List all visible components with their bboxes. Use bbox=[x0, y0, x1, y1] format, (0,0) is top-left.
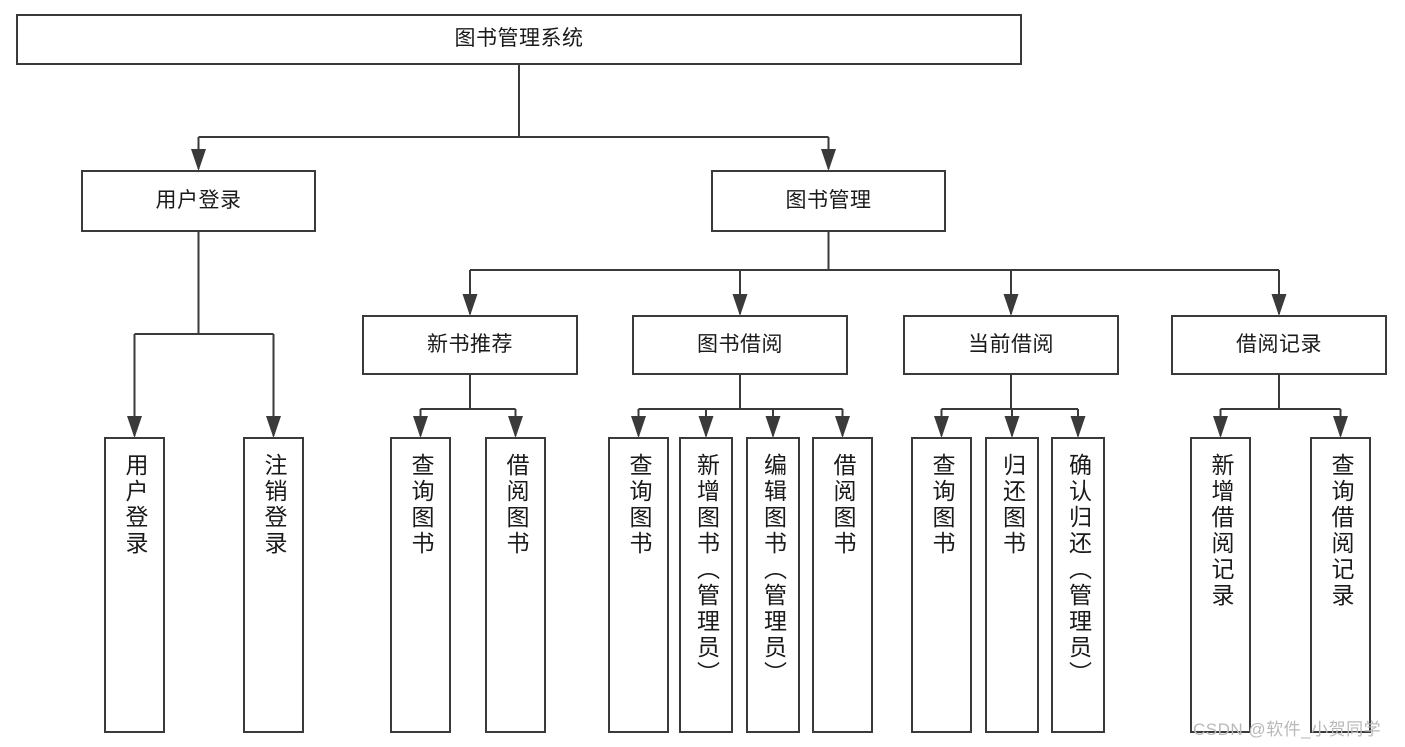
leaf-borrow-query-book[interactable]: 查询图书 bbox=[608, 437, 669, 733]
node-book-management-module[interactable]: 图书管理 bbox=[711, 170, 946, 232]
node-new-book-recommend-label: 新书推荐 bbox=[427, 332, 513, 356]
leaf-current-return-book-label: 归还图书 bbox=[999, 453, 1026, 557]
node-borrow-record[interactable]: 借阅记录 bbox=[1171, 315, 1387, 375]
leaf-user-login[interactable]: 用户登录 bbox=[104, 437, 165, 733]
node-borrow-record-label: 借阅记录 bbox=[1236, 332, 1322, 356]
node-root-label: 图书管理系统 bbox=[454, 27, 584, 51]
leaf-user-logout[interactable]: 注销登录 bbox=[243, 437, 304, 733]
leaf-borrow-borrow-book[interactable]: 借阅图书 bbox=[812, 437, 873, 733]
node-book-borrow-label: 图书借阅 bbox=[697, 332, 783, 356]
leaf-new-query-book[interactable]: 查询图书 bbox=[390, 437, 451, 733]
leaf-user-logout-label: 注销登录 bbox=[261, 453, 287, 557]
leaf-borrow-query-book-label: 查询图书 bbox=[626, 453, 652, 557]
leaf-record-add-label: 新增借阅记录 bbox=[1208, 453, 1234, 609]
leaf-borrow-borrow-book-label: 借阅图书 bbox=[830, 453, 856, 557]
leaf-record-query[interactable]: 查询借阅记录 bbox=[1310, 437, 1371, 733]
leaf-current-return-book[interactable]: 归还图书 bbox=[985, 437, 1039, 733]
leaf-current-confirm-return-label: 确认归还（管理员） bbox=[1065, 453, 1092, 687]
node-book-management-module-label: 图书管理 bbox=[785, 188, 872, 212]
leaf-current-confirm-return[interactable]: 确认归还（管理员） bbox=[1051, 437, 1105, 733]
leaf-new-query-book-label: 查询图书 bbox=[408, 453, 434, 557]
node-root[interactable]: 图书管理系统 bbox=[16, 14, 1022, 65]
leaf-record-query-label: 查询借阅记录 bbox=[1328, 453, 1354, 609]
leaf-borrow-add-book-label: 新增图书（管理员） bbox=[693, 453, 720, 687]
leaf-borrow-edit-book[interactable]: 编辑图书（管理员） bbox=[746, 437, 800, 733]
node-current-borrow[interactable]: 当前借阅 bbox=[903, 315, 1119, 375]
leaf-new-borrow-book[interactable]: 借阅图书 bbox=[485, 437, 546, 733]
leaf-user-login-label: 用户登录 bbox=[122, 453, 148, 557]
leaf-borrow-edit-book-label: 编辑图书（管理员） bbox=[760, 453, 787, 687]
node-new-book-recommend[interactable]: 新书推荐 bbox=[362, 315, 578, 375]
node-current-borrow-label: 当前借阅 bbox=[968, 332, 1054, 356]
node-book-borrow[interactable]: 图书借阅 bbox=[632, 315, 848, 375]
leaf-new-borrow-book-label: 借阅图书 bbox=[503, 453, 529, 557]
leaf-borrow-add-book[interactable]: 新增图书（管理员） bbox=[679, 437, 733, 733]
node-user-login-module[interactable]: 用户登录 bbox=[81, 170, 316, 232]
node-user-login-module-label: 用户登录 bbox=[155, 188, 242, 212]
leaf-current-query-book[interactable]: 查询图书 bbox=[911, 437, 972, 733]
leaf-current-query-book-label: 查询图书 bbox=[929, 453, 955, 557]
leaf-record-add[interactable]: 新增借阅记录 bbox=[1190, 437, 1251, 733]
